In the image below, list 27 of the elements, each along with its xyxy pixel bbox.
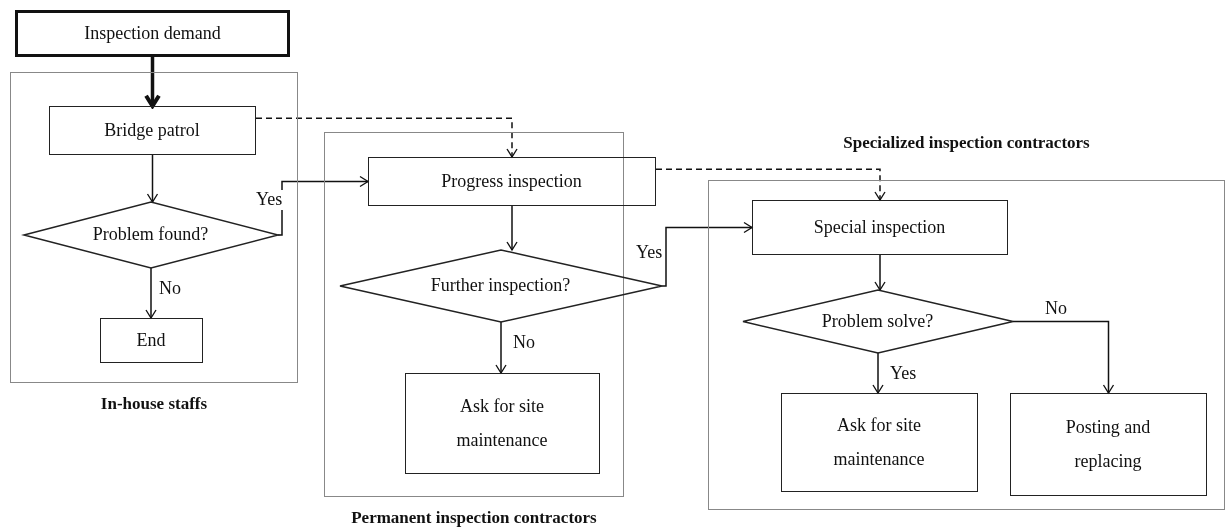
- arrow: [146, 154, 159, 203]
- process-box: Ask for site maintenance: [780, 392, 978, 492]
- start-box: Inspection demand: [15, 10, 290, 57]
- arrow: [872, 352, 884, 394]
- arrow: [144, 57, 161, 109]
- process-box: Bridge patrol: [48, 105, 256, 155]
- process-box: Special inspection: [751, 199, 1008, 255]
- arrow: [277, 175, 369, 236]
- group-heading: Specialized inspection contractors: [842, 133, 1091, 153]
- process-box: Progress inspection: [367, 156, 656, 206]
- arrow: [874, 254, 886, 291]
- decision-text: Problem found?: [92, 224, 209, 245]
- arrow: [506, 205, 518, 251]
- arrow: [1012, 320, 1115, 394]
- arrow: [655, 168, 886, 201]
- group-heading: Permanent inspection contractors: [350, 508, 598, 528]
- group-heading: In-house staffs: [99, 394, 209, 414]
- process-box: Ask for site maintenance: [404, 372, 600, 474]
- decision-text: Further inspection?: [430, 275, 571, 296]
- arrow: [495, 321, 507, 374]
- arrow: [145, 267, 157, 319]
- decision-text: Problem solve?: [821, 310, 934, 332]
- process-box: Posting and replacing: [1009, 392, 1207, 496]
- arrow: [661, 221, 753, 287]
- arrow: [255, 117, 518, 158]
- process-box: End: [99, 317, 203, 363]
- edge-label: Yes: [255, 190, 284, 210]
